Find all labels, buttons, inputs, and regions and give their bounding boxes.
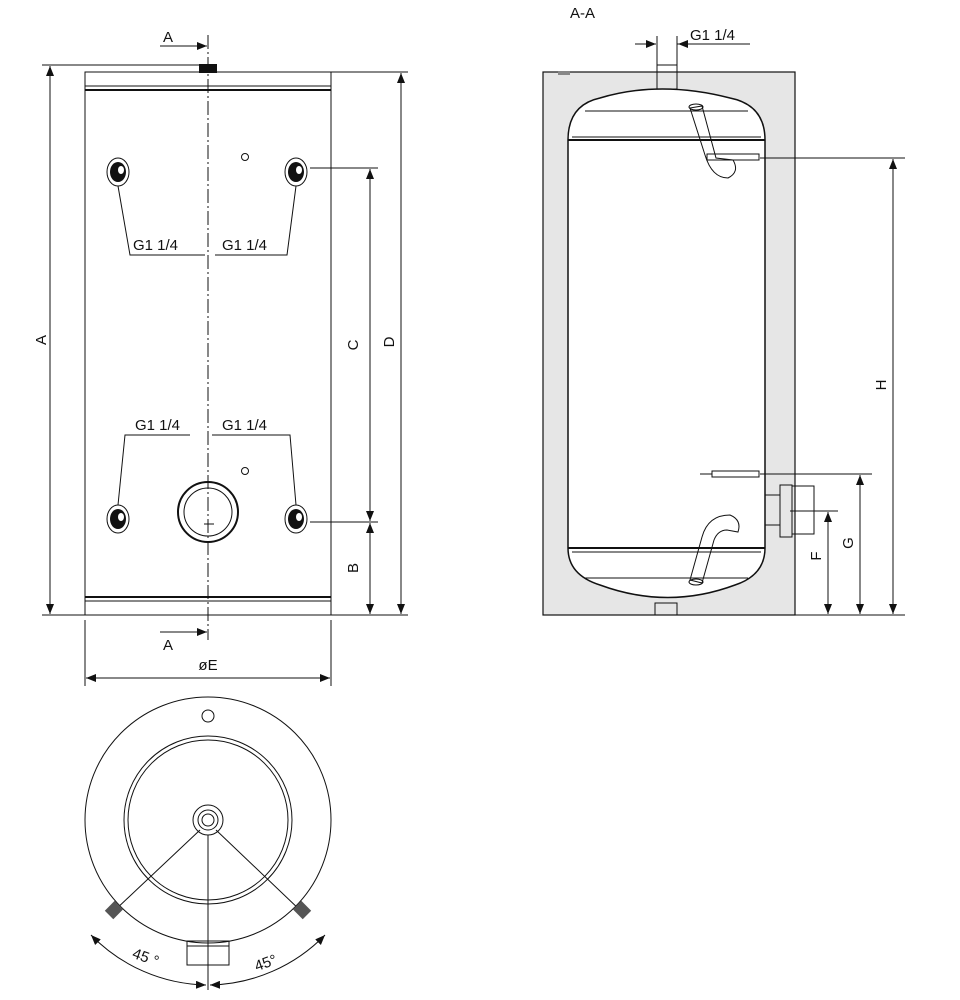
top-connection-label: G1 1/4: [690, 27, 735, 44]
side-fitting-right: [292, 900, 312, 920]
section-marker-top: A: [163, 29, 173, 46]
bottom-outlet: [654, 602, 678, 616]
angle-right-label: 45°: [252, 951, 279, 975]
dimension-g-label: G: [840, 537, 857, 549]
section-marker-bottom: A: [163, 637, 173, 654]
vent-plug: [558, 71, 570, 75]
tank-vessel: [567, 88, 766, 599]
lower-inlet-pipe: [688, 514, 740, 586]
inspection-flange: [177, 481, 239, 543]
upper-inlet-pipe: [688, 103, 760, 179]
fitting-upper-left: [106, 157, 130, 187]
top-outlet: [656, 64, 678, 90]
dimension-d-label: D: [381, 336, 398, 347]
lower-sensor-rod: [700, 470, 760, 478]
dimension-e-label: øE: [198, 657, 217, 674]
connection-label-upper-left: G1 1/4: [133, 237, 178, 254]
front-view: G1 1/4 G1 1/4 G1 1/4 G1 1/4 A A A C B D …: [33, 29, 408, 686]
fitting-upper-right: [284, 157, 308, 187]
upper-sensor-rod: [706, 153, 760, 161]
dimension-c-label: C: [345, 339, 362, 350]
section-title: A-A: [570, 5, 595, 22]
dimension-a-label: A: [33, 335, 50, 345]
sensor-port-lower: [241, 467, 249, 475]
dimension-f-label: F: [808, 551, 825, 560]
section-view: A-A: [542, 5, 905, 616]
sensor-port-upper: [241, 153, 249, 161]
fitting-lower-right: [284, 504, 308, 534]
connection-label-lower-right: G1 1/4: [222, 417, 267, 434]
dimension-h-label: H: [873, 380, 890, 391]
connection-label-upper-right: G1 1/4: [222, 237, 267, 254]
fitting-lower-left: [106, 504, 130, 534]
top-view: 45 ° 45°: [84, 696, 332, 990]
angle-left-label: 45 °: [130, 945, 161, 970]
top-port: [201, 709, 215, 723]
side-fitting-left: [104, 900, 124, 920]
connection-label-lower-left: G1 1/4: [135, 417, 180, 434]
dimension-b-label: B: [345, 563, 362, 573]
